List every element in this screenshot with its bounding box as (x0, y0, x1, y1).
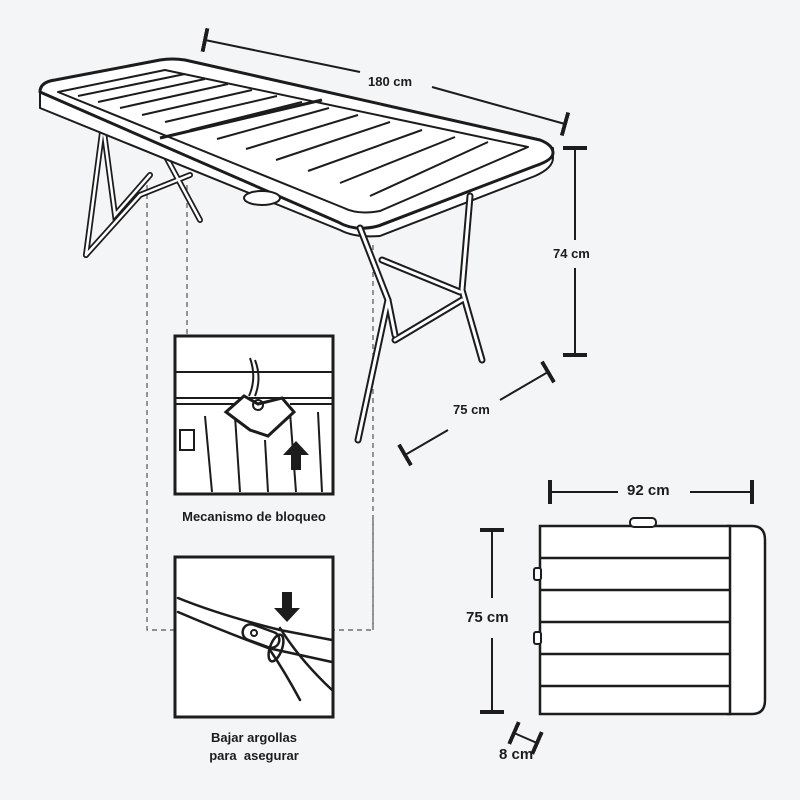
inset-locking-mechanism (173, 334, 335, 496)
depth-label: 75 cm (453, 402, 490, 417)
arrow-down-icon (274, 592, 300, 622)
arrow-up-icon (283, 441, 309, 470)
folded-height-label: 75 cm (466, 609, 509, 626)
tabletop (38, 57, 555, 238)
inset-lower-rings (173, 555, 335, 719)
folded-thickness-label: 8 cm (499, 746, 534, 763)
height-label: 74 cm (553, 246, 590, 261)
locking-mechanism-caption: Mecanismo de bloqueo (182, 509, 326, 524)
folded-table (533, 517, 767, 716)
dimension-lines (200, 27, 754, 755)
lower-rings-caption-line-2: para asegurar (209, 748, 299, 763)
lower-rings-caption-line-1: Bajar argollas (211, 730, 297, 745)
front-leg-frame (354, 192, 486, 444)
length-label: 180 cm (368, 74, 413, 89)
folded-width-label: 92 cm (627, 482, 670, 499)
